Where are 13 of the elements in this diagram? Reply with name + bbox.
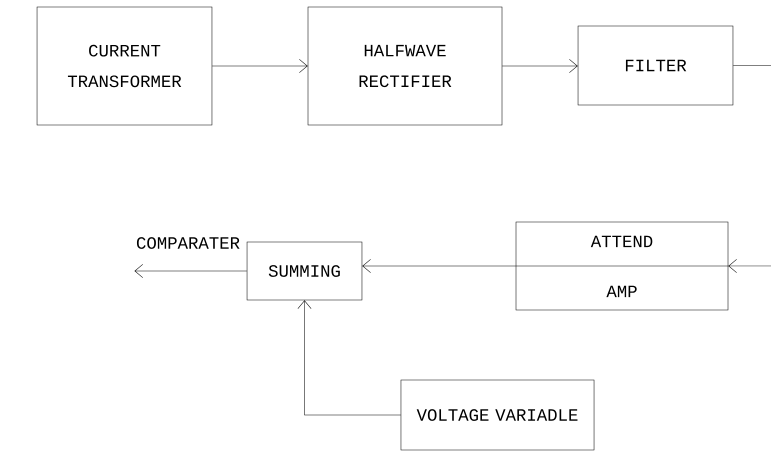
arrow xyxy=(728,259,771,273)
block-box: SUMMING xyxy=(246,242,362,300)
arrow xyxy=(134,264,248,278)
block-box: FILTER xyxy=(578,26,734,106)
block-box: HALFWAVE RECTIFIER xyxy=(308,6,502,126)
arrow xyxy=(502,59,578,73)
block-box: CURRENT TRANSFORMER xyxy=(36,6,212,126)
block-box: ATTEND AMP xyxy=(516,222,728,310)
block-box: VOLTAGE VARIADLE xyxy=(400,380,594,450)
arrow xyxy=(212,59,308,73)
arrow xyxy=(298,300,401,416)
output-label: COMPARATER xyxy=(136,237,240,249)
arrow xyxy=(362,259,516,273)
